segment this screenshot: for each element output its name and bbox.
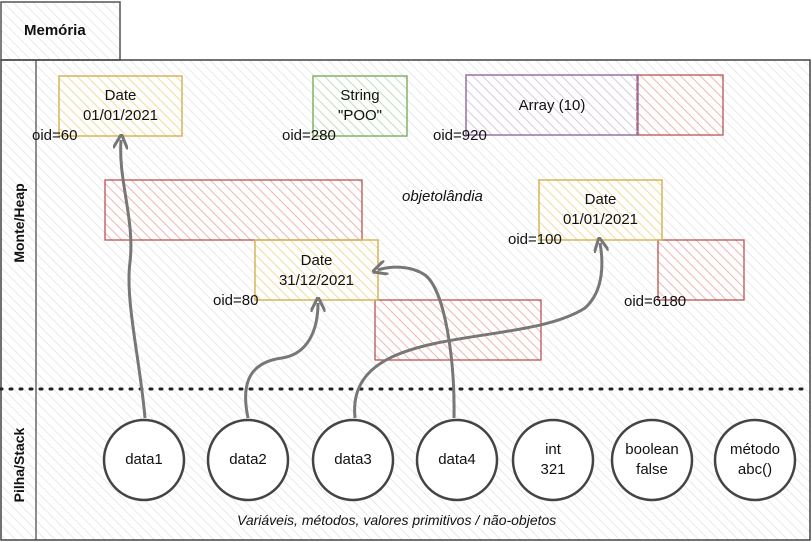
stack-item-method <box>713 418 797 502</box>
stack-item-label: método <box>729 441 781 458</box>
stack-region-label: Pilha/Stack <box>11 427 27 503</box>
stack-item-value: abc() <box>737 461 773 478</box>
heap-region-label: Monte/Heap <box>11 183 27 263</box>
stack-item-label: data3 <box>334 451 372 468</box>
stack-item-int <box>511 418 595 502</box>
string-object-280 <box>312 75 408 137</box>
stack-item-value: false <box>636 461 668 478</box>
object-oid-label: oid=6180 <box>624 293 687 310</box>
object-type-label: Date <box>104 87 137 104</box>
stack-item-label: data2 <box>229 451 267 468</box>
reference-arrow-data1 <box>121 140 147 419</box>
stack-item-value: 321 <box>540 461 566 478</box>
date-object-60 <box>58 75 183 137</box>
object-value-label: 31/12/2021 <box>278 272 355 289</box>
free-block-1 <box>104 179 363 241</box>
object-value-label: "POO" <box>338 107 382 124</box>
object-value-label: 01/01/2021 <box>82 107 159 124</box>
object-oid-label: oid=80 <box>213 292 259 309</box>
stack-item-label: data4 <box>438 451 476 468</box>
object-type-label: Date <box>300 252 333 269</box>
object-oid-label: oid=280 <box>282 127 336 144</box>
array-object-920 <box>465 74 639 136</box>
stack-item-data1 <box>102 418 186 502</box>
reference-arrow-data4 <box>378 267 456 419</box>
reference-arrow-data3 <box>353 243 602 419</box>
stack-item-boolean <box>610 418 694 502</box>
stack-item-label: int <box>545 441 561 458</box>
free-block-3 <box>636 74 724 136</box>
memory-tab-label: Memória <box>24 22 86 39</box>
stack-item-label: boolean <box>625 441 679 458</box>
object-type-label: String <box>340 87 380 104</box>
object-type-label: Array (10) <box>518 97 586 114</box>
reference-arrow-data2 <box>244 303 318 419</box>
stack-item-data2 <box>206 418 290 502</box>
object-oid-label: oid=920 <box>433 127 487 144</box>
stack-item-data4 <box>415 418 499 502</box>
stack-item-data3 <box>311 418 395 502</box>
stack-item-label: data1 <box>125 451 163 468</box>
object-type-label: Date <box>584 191 617 208</box>
object-oid-label: oid=60 <box>32 127 78 144</box>
free-block-4 <box>657 239 745 301</box>
date-object-80 <box>254 239 379 301</box>
stack-caption: Variáveis, métodos, valores primitivos /… <box>237 512 557 528</box>
object-value-label: 01/01/2021 <box>562 211 639 228</box>
object-oid-label: oid=100 <box>508 231 562 248</box>
heap-caption: objetolândia <box>402 188 483 205</box>
